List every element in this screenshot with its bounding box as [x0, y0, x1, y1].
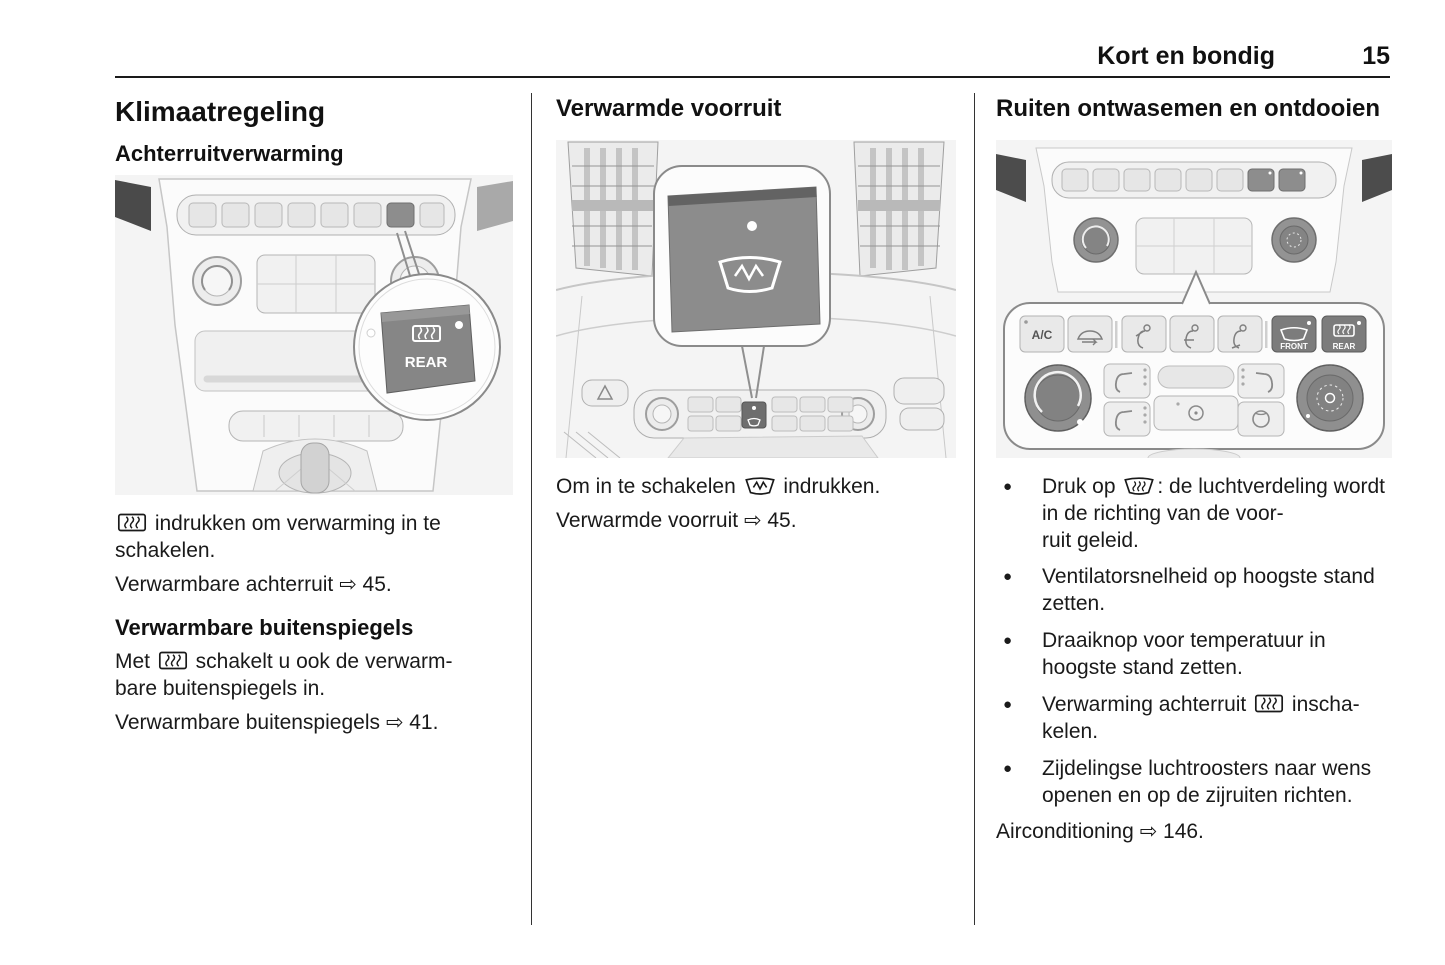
- air-to-feet-button: [1217, 315, 1263, 353]
- ref-heated-windscreen: Verwarmde voorruit ⇨ 45.: [556, 508, 797, 532]
- para-switch-on: Om in te schakelen indrukken.: [556, 474, 881, 498]
- subheading-rear-window-heating: Achterruitverwarming: [115, 140, 344, 166]
- chapter-title: Kort en bondig: [1097, 42, 1275, 70]
- column-divider-2: [974, 93, 975, 925]
- front-defrost-button: [1271, 315, 1317, 353]
- defrost-panel-illustration: A/C FRONT: [996, 139, 1392, 458]
- heated-windscreen-panel-illustration: [556, 139, 956, 458]
- ac-button-label: A/C: [1032, 328, 1053, 342]
- rear-window-heating-icon: [117, 513, 147, 532]
- defrost-steps-list: Druk op : de luchtverdeling wordt in de …: [996, 474, 1392, 810]
- list-item-rear-heating: Verwarming achterruit inscha- kelen.: [996, 692, 1392, 746]
- column-climate-control: Klimaatregeling Achterruitverwarming: [115, 95, 513, 749]
- fan-knob: [1296, 364, 1364, 432]
- column-heated-windscreen: Verwarmde voorruit: [556, 95, 956, 547]
- section-heading-climate: Klimaatregeling: [115, 96, 326, 127]
- rear-button-label-2: REAR: [1333, 342, 1356, 351]
- section-heading-heated-windscreen: Verwarmde voorruit: [556, 95, 782, 122]
- ac-button: [1019, 315, 1065, 353]
- strip-buttons: [687, 396, 854, 432]
- header-rule: [115, 76, 1390, 78]
- ref-heated-rear-window: Verwarmbare achterruit ⇨ 45.: [115, 572, 392, 596]
- windscreen-defrost-icon: [1124, 477, 1155, 495]
- rear-window-heating-icon: [158, 651, 187, 670]
- temperature-knob: [1024, 364, 1092, 432]
- ref-airconditioning: Airconditioning ⇨ 146.: [996, 820, 1204, 844]
- front-button-label: FRONT: [1280, 342, 1308, 351]
- list-item-side-vents: Zijdelingse luchtroosters naar wens open…: [996, 756, 1392, 810]
- list-item-air-distribution: Druk op : de luchtverdeling wordt in de …: [996, 474, 1392, 555]
- list-item-fan-speed: Ventilatorsnelheid op hoogste stand zett…: [996, 564, 1392, 618]
- seat-heating-buttons: [1103, 363, 1285, 437]
- list-item-temperature-knob: Draaiknop voor temperatuur in hoogste st…: [996, 628, 1392, 682]
- left-air-vent: [567, 141, 659, 277]
- para-heated-mirrors: Met schakelt u ook de verwarm- bare buit…: [115, 650, 453, 700]
- button-strip: [188, 202, 445, 228]
- section-heading-demist: Ruiten ontwasemen en ontdooien: [996, 95, 1381, 122]
- right-air-vent: [853, 141, 945, 277]
- heated-windscreen-button-callout: [667, 186, 821, 333]
- top-button-strip: [1061, 168, 1306, 192]
- air-to-body-button: [1169, 315, 1215, 353]
- page-number: 15: [1362, 42, 1390, 70]
- rear-window-heating-icon: [1255, 694, 1284, 713]
- column-demist-defrost: Ruiten ontwasemen en ontdooien: [996, 95, 1392, 858]
- ref-heated-mirrors: Verwarmbare buitenspiegels ⇨ 41.: [115, 710, 439, 734]
- heated-windscreen-icon: [744, 477, 775, 495]
- column-divider-1: [531, 93, 532, 925]
- rear-heating-button-small: [386, 202, 415, 228]
- rear-button-label: REAR: [405, 354, 448, 371]
- rear-heating-button-callout: REAR: [366, 304, 476, 394]
- rear-window-heating-icon: [412, 324, 441, 342]
- callout-button-row: A/C FRONT: [1019, 315, 1367, 353]
- para-rear-heating: indrukken om verwarming in te schakelen.: [115, 511, 441, 562]
- heated-windscreen-button-small: [741, 401, 767, 429]
- recirculation-button: [1067, 315, 1113, 353]
- heated-windscreen-icon: [718, 255, 782, 293]
- subheading-heated-mirrors: Verwarmbare buitenspiegels: [115, 614, 414, 640]
- rear-window-heating-panel-illustration: REAR: [115, 174, 513, 495]
- air-to-upper-body-button: [1121, 315, 1167, 353]
